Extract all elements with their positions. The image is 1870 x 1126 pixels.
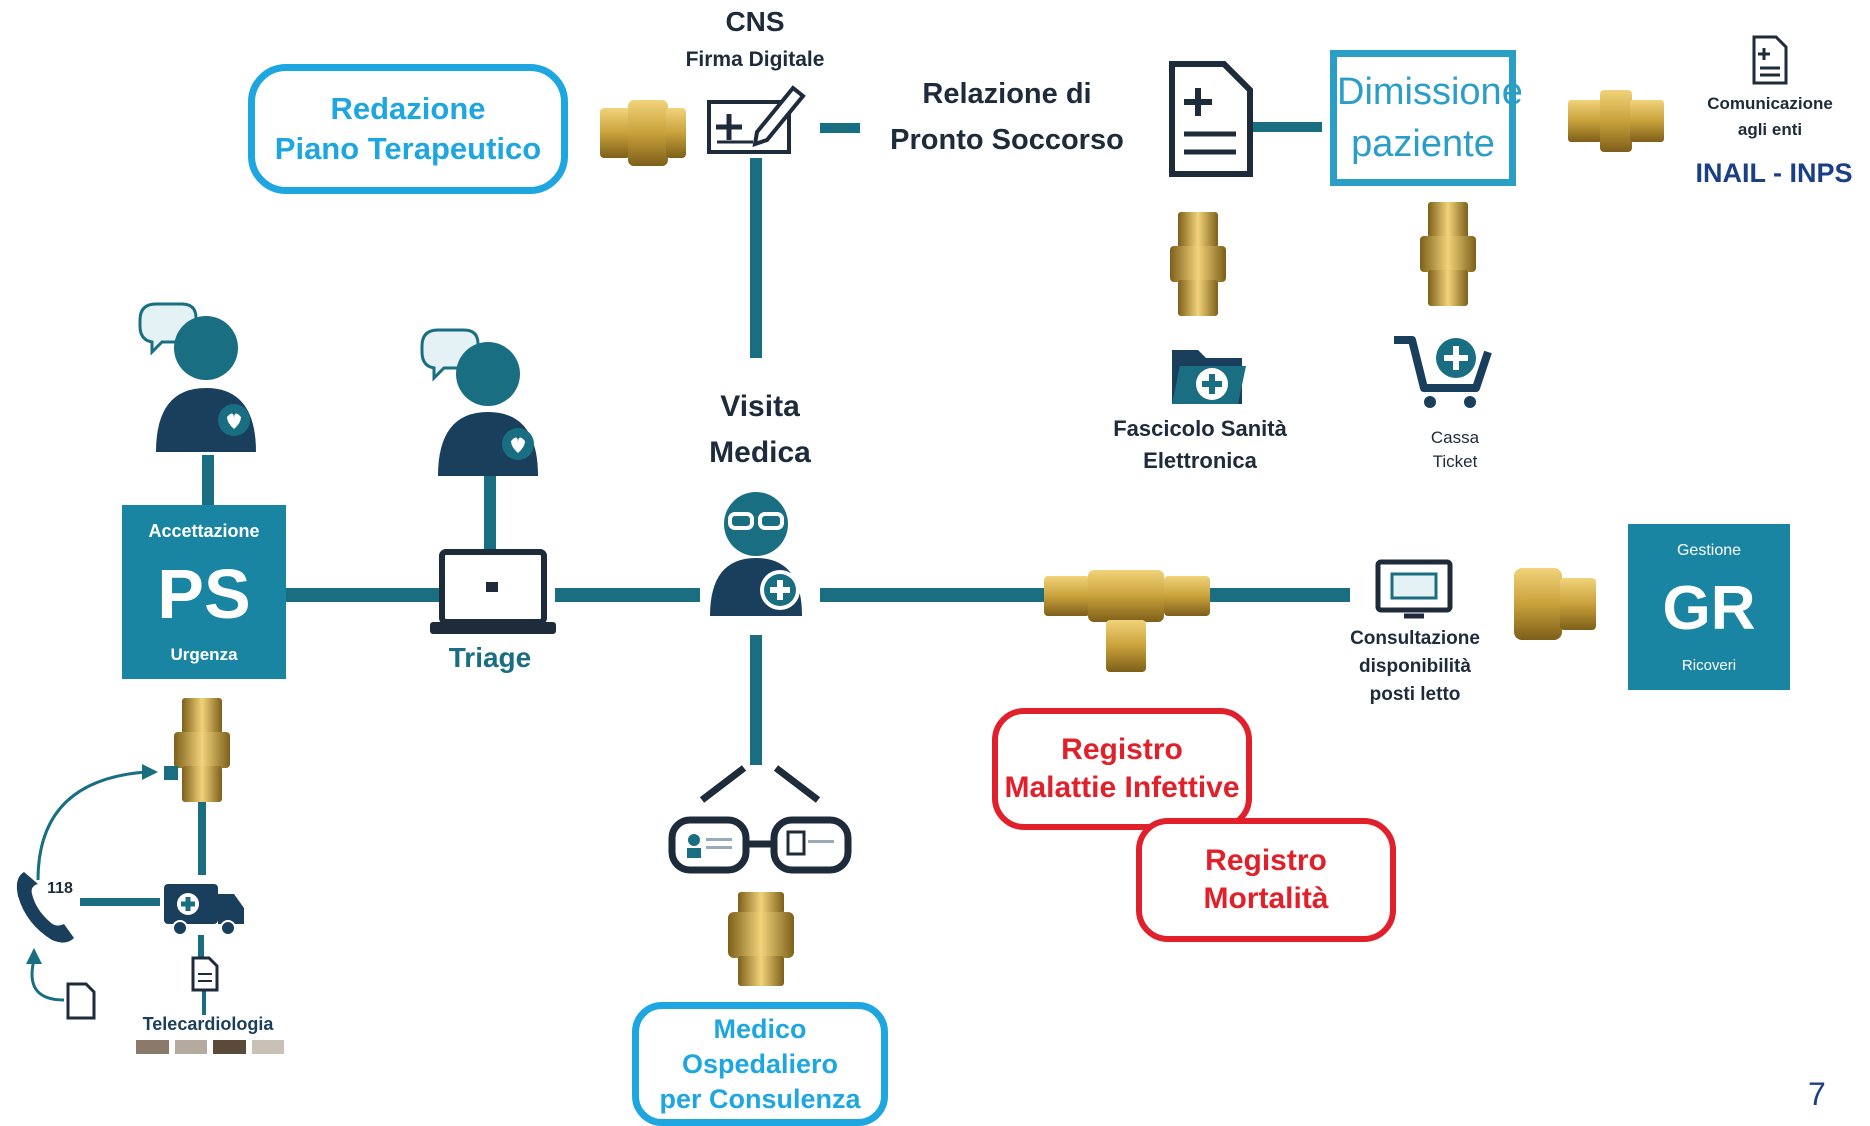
visita-line1: Visita bbox=[720, 390, 800, 423]
cns-title: CNS bbox=[725, 6, 785, 37]
line-phone-ambulance bbox=[80, 898, 160, 906]
line-tee-consultazione bbox=[1200, 588, 1350, 602]
document-add-icon bbox=[1752, 35, 1788, 85]
line-relazione-dimissione bbox=[1248, 122, 1322, 132]
gr-bottom: Ricoveri bbox=[1681, 657, 1737, 674]
registro-malattie-box[interactable]: Registro Malattie Infettive bbox=[992, 708, 1252, 830]
fse-line1: Fascicolo Sanità bbox=[1113, 416, 1287, 441]
line-visita-glasses bbox=[750, 635, 762, 765]
comunicazione-line1: Comunicazione bbox=[1707, 94, 1833, 113]
phone-icon bbox=[16, 872, 74, 943]
comunicazione-enti: INAIL - INPS bbox=[1695, 158, 1853, 188]
registro-malattie-line2: Malattie Infettive bbox=[1004, 771, 1240, 804]
report-document-icon bbox=[1169, 61, 1253, 177]
triage-label: Triage bbox=[448, 642, 532, 673]
line-visita-cns bbox=[750, 158, 762, 358]
relazione-line1: Relazione di bbox=[922, 78, 1092, 110]
consultazione-line1: Consultazione bbox=[1350, 628, 1480, 649]
folder-medical-icon bbox=[1172, 350, 1246, 404]
line-ps-person bbox=[202, 455, 214, 505]
dimissione-line1: Dimissione bbox=[1337, 71, 1523, 113]
medico-consulenza-box[interactable]: Medico Ospedaliero per Consulenza bbox=[632, 1002, 888, 1126]
registro-malattie-line1: Registro bbox=[1061, 733, 1183, 766]
dimissione-line2: paziente bbox=[1351, 123, 1495, 165]
fitting-union-icon bbox=[600, 100, 686, 166]
medico-line1: Medico bbox=[713, 1013, 807, 1044]
fitting-tee-icon bbox=[1044, 570, 1210, 672]
bed-scan-icon bbox=[1375, 559, 1453, 619]
relazione-line2: Pronto Soccorso bbox=[890, 124, 1124, 156]
line-ambulance-doc bbox=[198, 935, 204, 960]
piano-line2: Piano Terapeutico bbox=[274, 131, 542, 166]
laptop-icon bbox=[430, 549, 556, 634]
cassa-line2: Ticket bbox=[1432, 452, 1478, 471]
ambulance-118-label: 118 bbox=[47, 880, 73, 897]
consultazione-line2: disponibilità bbox=[1359, 656, 1471, 677]
ambulance-icon bbox=[164, 884, 244, 936]
line-triage-visita bbox=[555, 588, 700, 602]
medico-line3: per Consulenza bbox=[659, 1083, 861, 1114]
fitting-vertical-icon bbox=[174, 698, 230, 802]
line-ps-ambulance bbox=[198, 800, 206, 875]
registro-mortalita-line1: Registro bbox=[1205, 844, 1327, 877]
registro-mortalita-line2: Mortalità bbox=[1203, 882, 1329, 915]
medico-line2: Ospedaliero bbox=[681, 1048, 839, 1079]
ps-bottom: Urgenza bbox=[170, 645, 238, 664]
fitting-union-icon bbox=[1514, 568, 1596, 640]
line-doc-tele bbox=[202, 990, 206, 1015]
triage-person-icon bbox=[420, 328, 538, 476]
fse-line2: Elettronica bbox=[1143, 448, 1257, 473]
page-number: 7 bbox=[1808, 1076, 1826, 1112]
ps-box[interactable]: Accettazione PS Urgenza bbox=[122, 505, 286, 679]
piano-line1: Redazione bbox=[330, 91, 486, 126]
cassa-line1: Cassa bbox=[1430, 428, 1480, 447]
line-visita-tee bbox=[820, 588, 1050, 602]
fitting-vertical-icon bbox=[1170, 212, 1226, 316]
ecg-document-icon bbox=[191, 956, 219, 992]
telecardiologia-label: Telecardiologia bbox=[142, 1014, 274, 1034]
ps-big: PS bbox=[157, 554, 251, 633]
call-flow-arrow-icon bbox=[36, 764, 178, 881]
gr-box[interactable]: Gestione GR Ricoveri bbox=[1628, 524, 1790, 690]
fitting-hex-icon bbox=[1568, 90, 1664, 152]
return-document-icon bbox=[26, 948, 96, 1020]
line-ps-triage bbox=[250, 588, 440, 602]
ps-top: Accettazione bbox=[148, 521, 260, 541]
gr-big: GR bbox=[1662, 573, 1756, 643]
glasses-icon bbox=[668, 765, 852, 874]
doctor-icon bbox=[710, 492, 802, 616]
fitting-vertical-icon bbox=[728, 892, 794, 986]
visita-line2: Medica bbox=[709, 436, 811, 469]
registro-mortalita-box[interactable]: Registro Mortalità bbox=[1136, 818, 1396, 942]
line-triage-person bbox=[484, 470, 496, 550]
digital-signature-icon bbox=[707, 85, 806, 154]
operator-person-icon bbox=[138, 302, 256, 452]
piano-terapeutico-box[interactable]: Redazione Piano Terapeutico bbox=[248, 64, 568, 194]
comunicazione-line2: agli enti bbox=[1737, 120, 1803, 139]
cns-subtitle: Firma Digitale bbox=[685, 48, 825, 71]
line-cns-relazione bbox=[820, 123, 860, 133]
dimissione-box[interactable]: Dimissione paziente bbox=[1330, 50, 1523, 186]
fitting-vertical-icon bbox=[1420, 202, 1476, 306]
consultazione-line3: posti letto bbox=[1369, 684, 1461, 705]
telecardiologia-thumbnails bbox=[136, 1040, 284, 1054]
gr-top: Gestione bbox=[1676, 542, 1742, 559]
cart-icon bbox=[1394, 336, 1492, 408]
